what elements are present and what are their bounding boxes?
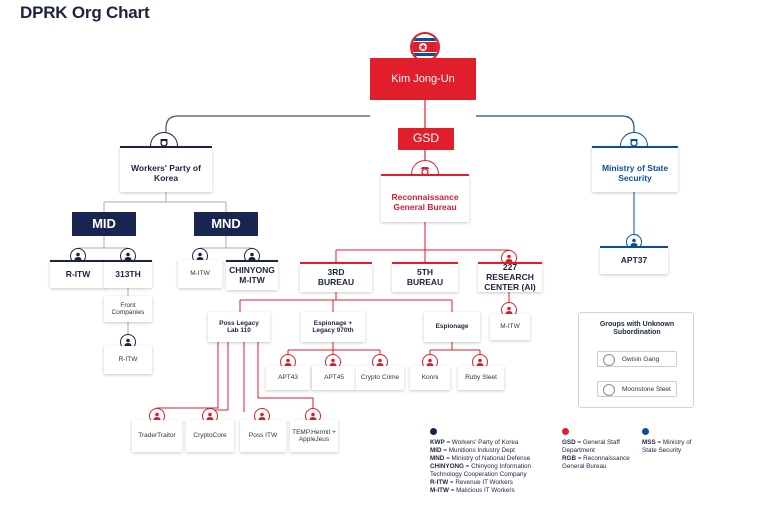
apt45-node[interactable]: APT45	[312, 366, 356, 390]
5th-bureau-node[interactable]: 5TH BUREAU	[392, 262, 458, 292]
legend-item: MND = Ministry of National Defense	[430, 455, 531, 463]
kim-jong-un-label: Kim Jong-Un	[391, 72, 455, 85]
mnd-label: MND	[211, 215, 241, 231]
connector-leader-mss	[476, 115, 635, 138]
cryptocore-node[interactable]: CryptoCore	[186, 420, 234, 452]
r-itw-label: R-ITW	[65, 269, 91, 280]
chinyong-label: CHINYONG M-ITW	[229, 265, 275, 285]
5th-bureau-label: 5TH BUREAU	[406, 267, 444, 287]
temp-hermit-label: TEMP.Hermit + AppleJeus	[292, 428, 336, 443]
m-itw-node[interactable]: M-ITW	[178, 260, 222, 288]
connector-poss-children	[156, 342, 314, 412]
poss-itw-label: Poss ITW	[248, 432, 278, 440]
legend-blue-list: MSS = Ministry of State Security	[642, 439, 702, 455]
legend-item: KWP = Workers' Party of Korea	[430, 439, 519, 446]
dprk-flag-icon	[410, 32, 440, 62]
crypto-crime-label: Crypto Crime	[360, 374, 400, 382]
227-research-label: 227 RESEARCH CENTER (AI)	[484, 262, 536, 292]
m-itw-label: M-ITW	[190, 270, 210, 278]
connector-esp970-children	[287, 342, 381, 354]
chinyong-node[interactable]: CHINYONG M-ITW	[226, 260, 278, 290]
mss-label: Ministry of State Security	[601, 163, 669, 183]
legend-item: MID = Munitions Industry Dept	[430, 447, 515, 455]
connector-3rd-children	[239, 292, 453, 312]
connector-espionage-children	[429, 342, 481, 354]
legend-item: GSD = General Staff Department	[562, 439, 620, 455]
r-itw-node[interactable]: R-ITW	[50, 260, 106, 288]
ruby-sleet-label: Ruby Sleet	[465, 374, 497, 382]
gsd-label: GSD	[412, 131, 439, 146]
poss-itw-node[interactable]: Poss ITW	[240, 420, 286, 452]
legend-blue-dot	[642, 428, 649, 435]
connector-mnd-children	[199, 236, 253, 260]
r-itw-front-label: R-ITW	[118, 356, 138, 364]
legend-item: R-ITW = Revenue IT Workers	[430, 479, 513, 487]
group-item-moonstone-sleet[interactable]: Moonstone Sleet	[597, 381, 677, 397]
apt37-label: APT37	[620, 255, 648, 266]
313th-label: 313TH	[115, 269, 141, 280]
espionage-label: Espionage	[435, 323, 469, 331]
poss-legacy-node[interactable]: Poss Legacy Lab 110	[208, 312, 270, 342]
gsd-node[interactable]: GSD	[398, 128, 454, 150]
tradertraitor-node[interactable]: TraderTraitor	[132, 420, 182, 452]
3rd-bureau-node[interactable]: 3RD BUREAU	[300, 262, 372, 292]
cryptocore-label: CryptoCore	[193, 432, 227, 440]
mnd-node[interactable]: MND	[194, 212, 258, 236]
legend-item: M-ITW = Malicious IT Workers	[430, 487, 515, 495]
legend-item: MSS = Ministry of State Security	[642, 439, 692, 455]
page-title: DPRK Org Chart	[20, 3, 150, 22]
unknown-groups-panel: Groups with Unknown Subordination Gwisin…	[578, 312, 694, 408]
connector-mid-children	[77, 236, 129, 260]
front-companies-label: Front Companies	[111, 301, 145, 316]
rgb-label: Reconnaissance General Bureau	[391, 192, 459, 212]
connector-rgb-children	[335, 222, 510, 262]
313th-node[interactable]: 313TH	[104, 260, 152, 288]
mss-node[interactable]: Ministry of State Security	[592, 146, 678, 192]
workers-party-label: Workers' Party of Korea	[131, 163, 201, 183]
kim-jong-un-node[interactable]: Kim Jong-Un	[370, 58, 476, 100]
mid-node[interactable]: MID	[72, 212, 136, 236]
tradertraitor-label: TraderTraitor	[138, 432, 176, 440]
front-companies-node[interactable]: Front Companies	[104, 296, 152, 322]
hacker-icon	[603, 354, 615, 366]
connector-leader-wpk	[165, 115, 370, 138]
ruby-sleet-node[interactable]: Ruby Sleet	[458, 366, 504, 390]
legend-item: CHINYONG = Chinyong Information Technolo…	[430, 463, 531, 479]
hacker-icon	[603, 384, 615, 396]
apt43-node[interactable]: APT43	[266, 366, 310, 390]
espionage-970-node[interactable]: Espionage + Legacy 970th	[301, 312, 365, 342]
legend-item: RGB = Reconnaissance General Bureau	[562, 455, 630, 471]
m-itw-227-node[interactable]: M-ITW	[490, 314, 530, 340]
crypto-crime-node[interactable]: Crypto Crime	[356, 366, 404, 390]
group-item-gwisin-gang[interactable]: Gwisin Gang	[597, 351, 677, 367]
konni-node[interactable]: Konni	[410, 366, 450, 390]
legend-red-list: GSD = General Staff Department RGB = Rec…	[562, 439, 632, 471]
connector-wpk-mid-mnd	[103, 192, 227, 212]
espionage-970-label: Espionage + Legacy 970th	[312, 319, 354, 334]
legend-red-dot	[562, 428, 569, 435]
mid-label: MID	[92, 215, 116, 231]
konni-label: Konni	[421, 374, 439, 382]
3rd-bureau-label: 3RD BUREAU	[317, 267, 355, 287]
apt37-node[interactable]: APT37	[600, 246, 668, 274]
unknown-groups-title: Groups with Unknown Subordination	[599, 321, 675, 337]
legend-navy-dot	[430, 428, 437, 435]
workers-party-node[interactable]: Workers' Party of Korea	[120, 146, 212, 192]
legend-navy-list: KWP = Workers' Party of Korea MID = Muni…	[430, 439, 540, 495]
apt43-label: APT43	[278, 374, 298, 382]
espionage-node[interactable]: Espionage	[424, 312, 480, 342]
227-research-node[interactable]: 227 RESEARCH CENTER (AI)	[478, 262, 542, 292]
apt45-label: APT45	[324, 374, 344, 382]
m-itw-227-label: M-ITW	[500, 323, 520, 331]
poss-legacy-label: Poss Legacy Lab 110	[219, 319, 259, 334]
rgb-node[interactable]: Reconnaissance General Bureau	[381, 174, 469, 222]
temp-hermit-node[interactable]: TEMP.Hermit + AppleJeus	[290, 420, 338, 452]
r-itw-front-node[interactable]: R-ITW	[104, 346, 152, 374]
